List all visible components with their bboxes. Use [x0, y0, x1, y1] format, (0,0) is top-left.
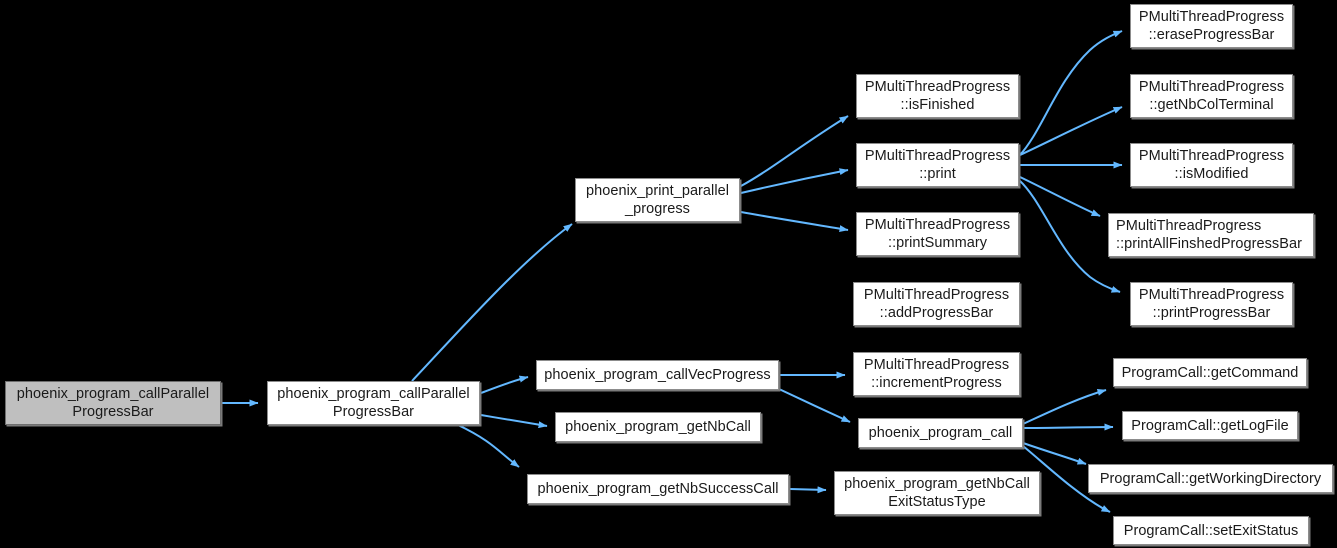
- graph-node-n5[interactable]: phoenix_program_getNbSuccessCall: [527, 474, 789, 504]
- call-edge-n2-to-n6: [740, 115, 849, 187]
- call-edge-n7-to-n14: [1019, 106, 1123, 156]
- graph-node-n7[interactable]: PMultiThreadProgress ::print: [856, 143, 1019, 187]
- call-edge-n11-to-n18: [1022, 388, 1107, 425]
- call-edge-n1-to-n5: [457, 424, 520, 468]
- graph-node-n1[interactable]: phoenix_program_callParallel ProgressBar: [267, 381, 480, 425]
- graph-node-n8[interactable]: PMultiThreadProgress ::printSummary: [856, 212, 1019, 256]
- graph-node-n12[interactable]: phoenix_program_getNbCall ExitStatusType: [834, 471, 1040, 515]
- graph-node-n13[interactable]: PMultiThreadProgress ::eraseProgressBar: [1130, 4, 1293, 48]
- graph-node-n3[interactable]: phoenix_program_callVecProgress: [536, 360, 779, 390]
- graph-node-n18[interactable]: ProgramCall::getCommand: [1113, 358, 1307, 387]
- graph-node-n0[interactable]: phoenix_program_callParallel ProgressBar: [5, 381, 221, 425]
- graph-node-n4[interactable]: phoenix_program_getNbCall: [555, 412, 761, 442]
- graph-node-n2[interactable]: phoenix_print_parallel _progress: [575, 178, 740, 222]
- graph-node-n15[interactable]: PMultiThreadProgress ::isModified: [1130, 143, 1293, 187]
- graph-node-n19[interactable]: ProgramCall::getLogFile: [1122, 411, 1298, 440]
- call-edge-n11-to-n21: [1022, 445, 1111, 513]
- call-edge-n1-to-n3: [480, 375, 529, 394]
- call-edge-n1-to-n4: [480, 414, 548, 429]
- call-edge-n5-to-n12: [789, 486, 827, 494]
- call-edge-n1-to-n2: [411, 223, 573, 382]
- graph-node-n11[interactable]: phoenix_program_call: [858, 418, 1023, 448]
- graph-node-n20[interactable]: ProgramCall::getWorkingDirectory: [1088, 464, 1333, 493]
- call-edge-n3-to-n11: [778, 388, 851, 423]
- call-edge-n7-to-n17: [1018, 179, 1121, 293]
- graph-node-n17[interactable]: PMultiThreadProgress ::printProgressBar: [1130, 282, 1293, 326]
- graph-node-n21[interactable]: ProgramCall::setExitStatus: [1113, 516, 1309, 545]
- graph-node-n14[interactable]: PMultiThreadProgress ::getNbColTerminal: [1130, 74, 1293, 118]
- graph-node-n16[interactable]: PMultiThreadProgress ::printAllFinshedPr…: [1108, 213, 1314, 257]
- call-edge-n2-to-n8: [740, 211, 849, 233]
- call-edge-n7-to-n13: [1018, 30, 1123, 157]
- graph-node-n9[interactable]: PMultiThreadProgress ::addProgressBar: [853, 282, 1020, 326]
- graph-node-n6[interactable]: PMultiThreadProgress ::isFinished: [856, 74, 1019, 118]
- call-edge-n11-to-n20: [1022, 442, 1087, 465]
- graph-node-n10[interactable]: PMultiThreadProgress ::incrementProgress: [853, 352, 1020, 396]
- edge-layer: [221, 30, 1123, 513]
- call-edge-n11-to-n19: [1022, 423, 1114, 431]
- call-edge-n2-to-n7: [740, 168, 849, 194]
- call-edge-n7-to-n16: [1019, 176, 1101, 217]
